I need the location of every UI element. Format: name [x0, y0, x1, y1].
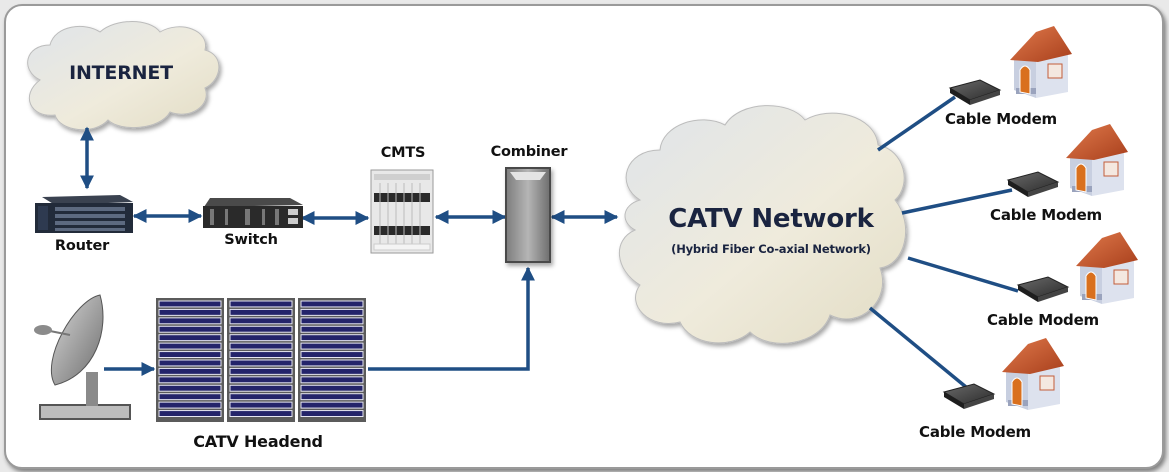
- rack-unit: [158, 334, 222, 342]
- house-icon: [1066, 124, 1128, 196]
- server-rack-icon: [298, 298, 366, 422]
- headend-racks: [156, 298, 366, 422]
- satellite-dish-icon: [34, 294, 131, 420]
- link-catv-modem-2: [901, 188, 1013, 215]
- rack-unit: [158, 393, 222, 401]
- rack-unit: [229, 410, 293, 418]
- cable-modem-icon: [1016, 276, 1070, 302]
- rack-unit: [229, 317, 293, 325]
- modem-label-4: Cable Modem: [919, 423, 1031, 441]
- rack-unit: [300, 334, 364, 342]
- rack-unit: [229, 325, 293, 333]
- router-icon: [35, 195, 133, 233]
- server-rack-icon: [156, 298, 224, 422]
- rack-unit: [229, 359, 293, 367]
- rack-unit: [300, 376, 364, 384]
- switch-label: Switch: [224, 232, 278, 248]
- links: [80, 95, 1019, 389]
- house-icon: [1076, 232, 1138, 304]
- rack-unit: [300, 401, 364, 409]
- internet-cloud-icon: [27, 21, 220, 131]
- rack-unit: [158, 308, 222, 316]
- modem-label-2: Cable Modem: [990, 206, 1102, 224]
- rack-unit: [229, 342, 293, 350]
- router-label: Router: [54, 238, 110, 254]
- rack-unit: [229, 308, 293, 316]
- switch-icon: [203, 198, 303, 228]
- combiner-label: Combiner: [490, 144, 568, 160]
- rack-unit: [229, 300, 293, 308]
- combiner-icon: [505, 167, 551, 263]
- rack-unit: [158, 367, 222, 375]
- cable-modem-icon: [1006, 171, 1060, 197]
- rack-unit: [300, 325, 364, 333]
- catv-network-cloud-icon: [619, 105, 907, 344]
- modem-label-1: Cable Modem: [945, 110, 1057, 128]
- rack-unit: [300, 308, 364, 316]
- rack-unit: [158, 401, 222, 409]
- rack-unit: [158, 325, 222, 333]
- rack-unit: [158, 342, 222, 350]
- rack-unit: [229, 384, 293, 392]
- rack-unit: [158, 300, 222, 308]
- link-headend-combiner: [368, 266, 535, 371]
- rack-unit: [229, 351, 293, 359]
- rack-unit: [300, 317, 364, 325]
- house-icon: [1002, 338, 1064, 410]
- rack-unit: [158, 359, 222, 367]
- rack-unit: [229, 334, 293, 342]
- rack-unit: [300, 342, 364, 350]
- rack-unit: [300, 351, 364, 359]
- rack-unit: [158, 376, 222, 384]
- rack-unit: [229, 401, 293, 409]
- cmts-chassis-icon: [370, 169, 434, 254]
- rack-unit: [300, 393, 364, 401]
- cable-modem-icon: [948, 79, 1002, 105]
- rack-unit: [229, 367, 293, 375]
- cmts-label: CMTS: [380, 145, 426, 161]
- rack-unit: [300, 384, 364, 392]
- link-catv-modem-1: [877, 95, 956, 152]
- rack-unit: [300, 410, 364, 418]
- cable-modem-icon: [942, 383, 996, 409]
- link-catv-modem-3: [907, 256, 1019, 293]
- rack-unit: [158, 317, 222, 325]
- house-icon: [1010, 26, 1072, 98]
- headend-label: CATV Headend: [193, 432, 323, 451]
- rack-unit: [229, 376, 293, 384]
- modem-label-3: Cable Modem: [987, 311, 1099, 329]
- link-catv-modem-4: [868, 306, 968, 389]
- rack-unit: [158, 410, 222, 418]
- rack-unit: [158, 384, 222, 392]
- catv-network-sublabel: (Hybrid Fiber Co-axial Network): [671, 242, 871, 256]
- server-rack-icon: [227, 298, 295, 422]
- rack-unit: [300, 359, 364, 367]
- rack-unit: [158, 351, 222, 359]
- rack-unit: [300, 367, 364, 375]
- internet-label: INTERNET: [69, 62, 173, 84]
- rack-unit: [300, 300, 364, 308]
- catv-network-label: CATV Network: [668, 204, 874, 234]
- rack-unit: [229, 393, 293, 401]
